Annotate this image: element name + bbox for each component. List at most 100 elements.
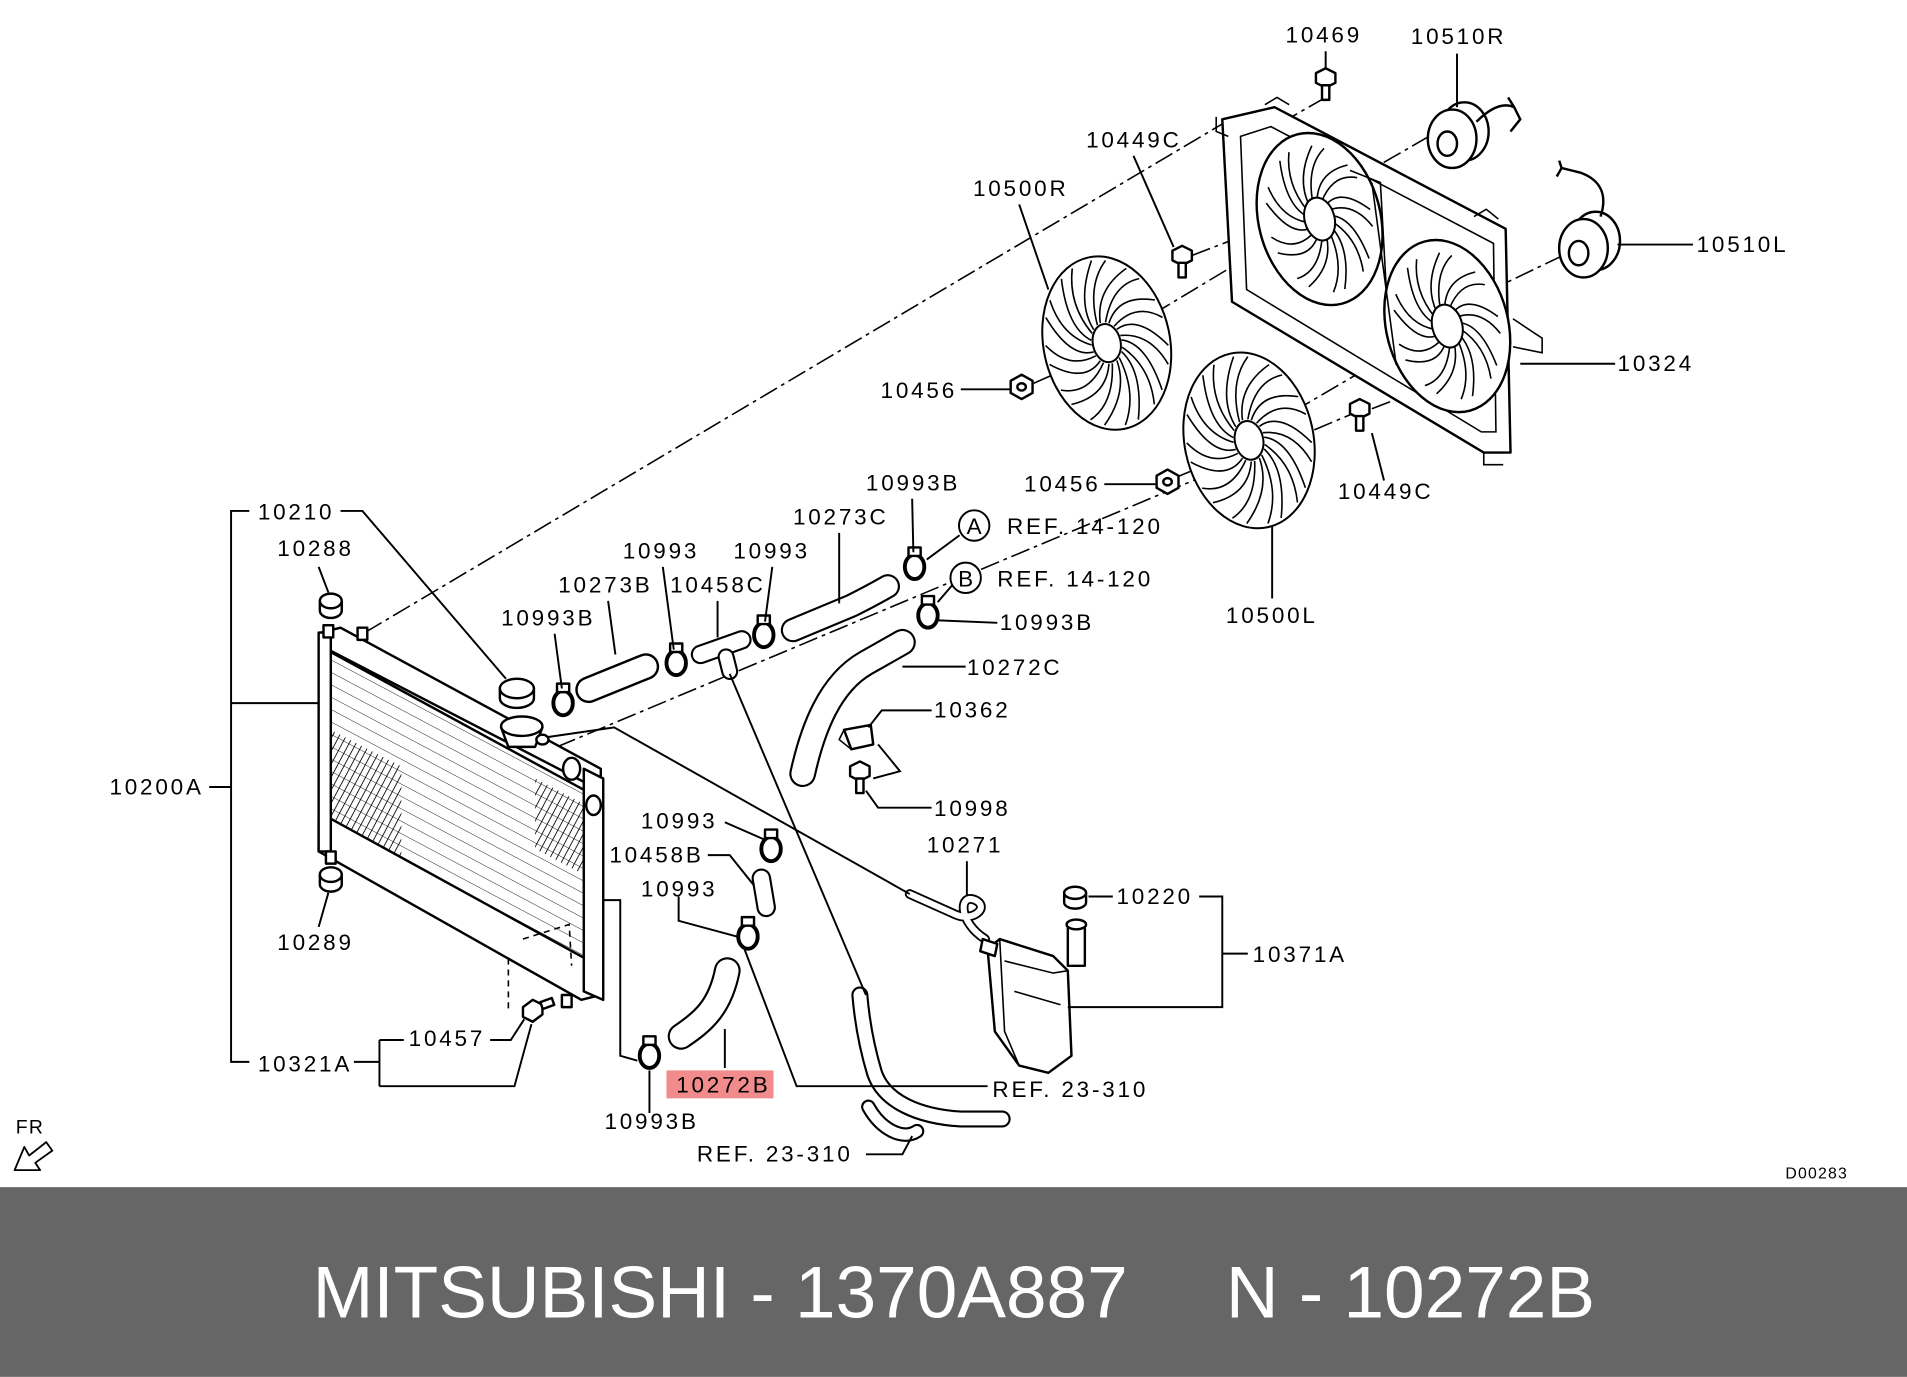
drain-plug-stem (539, 996, 556, 1011)
leader-bracket-bolt-link (872, 743, 902, 780)
reservoir-cap-10220 (1062, 885, 1088, 910)
ref-marker-a-letter: A (967, 514, 982, 539)
fan-blade (1416, 343, 1465, 396)
label-10510L: 10510L (1697, 232, 1789, 257)
fan-blade (1262, 180, 1309, 238)
radiator-pin (322, 624, 335, 639)
banner-reference-number: N - 10272B (1226, 1252, 1595, 1333)
fan-blade (1390, 287, 1437, 345)
fan-shroud (1215, 96, 1543, 466)
fan-blade (1042, 294, 1093, 361)
fan-blade (1184, 390, 1236, 458)
leader-overflow-route (547, 726, 911, 895)
label-10210: 10210 (258, 499, 335, 524)
fan-blade (1325, 190, 1375, 236)
radiator-lower-dashed-zone (522, 923, 573, 966)
label-10324: 10324 (1618, 351, 1695, 376)
nut-10456-a (1009, 373, 1034, 401)
part-labels: 10469 10510R 10449C 10500R 10510L 10324 … (109, 23, 1789, 1167)
leader-tee-to-heater (728, 673, 867, 996)
label-10362: 10362 (934, 698, 1011, 723)
label-10200A: 10200A (109, 774, 203, 799)
fan-blade (1438, 270, 1489, 309)
hose-10273B (577, 655, 657, 701)
leader-10449C-top (1132, 155, 1175, 248)
leader-ref-b (936, 584, 954, 603)
bracket-hook (838, 729, 852, 750)
label-10998: 10998 (934, 796, 1011, 821)
fan-blade (1253, 447, 1289, 523)
fan-blade (1263, 431, 1308, 507)
leader-10200A-bracket (209, 509, 319, 1063)
fan-blade (1277, 152, 1309, 220)
drain-plug-head (521, 998, 544, 1023)
label-10449C-top: 10449C (1086, 127, 1182, 152)
leader-radiator-lower-hose (603, 899, 638, 1062)
label-10457: 10457 (409, 1026, 486, 1051)
shroud-fan-view-left (1379, 242, 1516, 411)
label-10500R: 10500R (973, 176, 1069, 201)
label-10993-a: 10993 (623, 538, 700, 563)
fan-blade (1198, 459, 1258, 504)
radiator-overflow-nipple (535, 733, 550, 746)
shroud-fan-blades-right (1251, 135, 1388, 304)
hoses (575, 574, 1011, 1142)
fan-blade (1046, 335, 1103, 379)
motor-wire (1555, 160, 1605, 217)
fan-blade (1248, 391, 1306, 425)
leader-10993-d (677, 896, 738, 938)
leader-10993B-top (911, 498, 915, 553)
reservoir-overflow-nipple (979, 937, 999, 958)
front-arrow-icon (13, 1141, 54, 1172)
bushing-10289 (318, 866, 343, 893)
reservoir-filler-neck (1066, 923, 1087, 968)
hose-10272B (669, 959, 739, 1048)
radiator-pin (356, 626, 369, 642)
fan-blade (1331, 209, 1372, 276)
heater-hose-b (863, 1101, 923, 1140)
fan-blade (1310, 163, 1361, 202)
leader-10273B (607, 600, 617, 655)
hose-10458C (692, 632, 750, 663)
shroud-motor-hub-left (1427, 301, 1467, 351)
radiator-pin (324, 850, 337, 865)
fan-blade (1399, 333, 1448, 367)
shroud-fan-view-right (1251, 135, 1388, 304)
ref-marker-b: B (949, 561, 982, 595)
ref-marker-b-circle (949, 561, 982, 595)
front-marker: FR (13, 1117, 54, 1172)
bolt-10449C-bottom (1348, 397, 1371, 432)
heater-hose-a-outline (851, 986, 1011, 1128)
bolt-10449C-top (1171, 244, 1194, 279)
fan-blade (1200, 363, 1235, 441)
leader-10993-a (661, 566, 675, 650)
leader-10321A (353, 1023, 533, 1088)
leader-10458B (707, 854, 755, 887)
label-ref-23-a: REF. 23-310 (992, 1077, 1148, 1102)
fan-blade (1289, 236, 1338, 289)
drain-plug-10457 (521, 996, 556, 1023)
cooling-fan-10500R (1027, 244, 1187, 442)
clamp-10993-d (736, 915, 760, 951)
fan-hub (1231, 418, 1267, 462)
label-10993B-right: 10993B (1000, 610, 1094, 635)
label-10273C: 10273C (793, 504, 889, 529)
fan-blade (1459, 316, 1500, 383)
motor-shaft (1436, 130, 1459, 158)
leader-10362 (867, 709, 932, 729)
leader-lines (209, 51, 1693, 1156)
clamp-10993B-left (551, 681, 575, 718)
fan-blade (1271, 226, 1320, 260)
clamp-10993B-bottom (637, 1034, 662, 1070)
fan-blades (1171, 344, 1326, 536)
fan-blade (1105, 295, 1162, 329)
fan-blade (1121, 334, 1165, 409)
radiator-cap-10210 (498, 677, 536, 710)
bushing-10288 (318, 592, 343, 620)
highlight-10272B (666, 1070, 774, 1099)
label-10272C: 10272C (967, 655, 1063, 680)
shroud-flange-top (1215, 96, 1543, 466)
fan-blade (1232, 362, 1289, 420)
label-10321A: 10321A (258, 1052, 352, 1077)
fan-blade (1116, 317, 1172, 373)
